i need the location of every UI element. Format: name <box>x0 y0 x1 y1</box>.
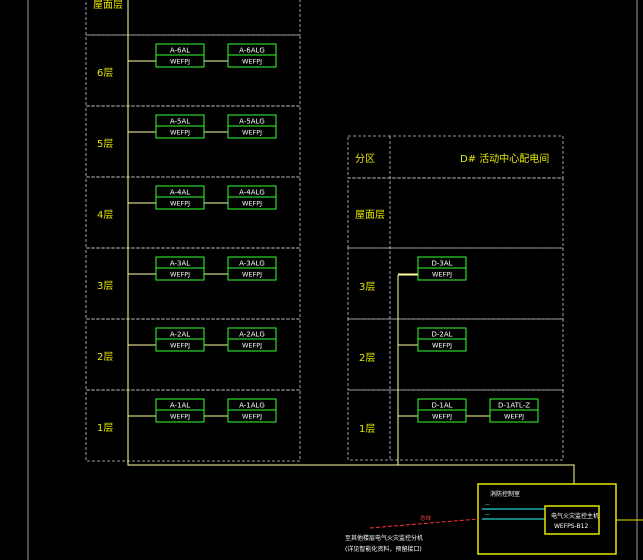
a-floor-row <box>85 389 301 462</box>
panel-type: WEFPJ <box>242 342 262 350</box>
a-panel-box[interactable]: A-6AL WEFPJ <box>155 43 205 68</box>
panel-name: D-1ATL-Z <box>498 402 530 410</box>
a-panel-box[interactable]: A-6ALG WEFPJ <box>227 43 277 68</box>
panel-name: A-5ALG <box>239 118 265 126</box>
d-panel-box[interactable]: D-3AL WEFPJ <box>417 256 467 281</box>
building-a-section: 屋面层6层A-6ALWEFPJA-6ALGWEFPJ5层A-5ALWEFPJA-… <box>85 0 301 462</box>
main-bus-line <box>127 0 575 484</box>
d-header-row <box>347 135 564 179</box>
d-floor-label: 1层 <box>359 423 375 435</box>
a-panel-box[interactable]: A-5ALG WEFPJ <box>227 114 277 139</box>
d-panel-box[interactable]: D-1AL WEFPJ <box>417 398 467 423</box>
monitor-host-model: WEFPS-B12 <box>554 523 588 530</box>
panel-name: A-5AL <box>170 118 190 126</box>
a-panel-box[interactable]: A-1ALG WEFPJ <box>227 398 277 423</box>
panel-type: WEFPJ <box>170 129 190 137</box>
d-panel-box[interactable]: D-2AL WEFPJ <box>417 327 467 352</box>
a-floor-label: 3层 <box>97 280 113 292</box>
a-floor-label: 2层 <box>97 351 113 363</box>
red-bus-line <box>369 518 479 529</box>
a-floor-row <box>85 176 301 249</box>
panel-name: D-1AL <box>431 402 452 410</box>
a-panel-box[interactable]: A-3ALG WEFPJ <box>227 256 277 281</box>
control-room-title: 消防控制室 <box>490 490 520 498</box>
note-line-1: 至其他楼层电气火灾监控分机 <box>345 534 423 542</box>
panel-name: A-6AL <box>170 47 190 55</box>
d-floor-label: 3层 <box>359 281 375 293</box>
panel-type: WEFPJ <box>242 271 262 279</box>
a-panel-box[interactable]: A-3AL WEFPJ <box>155 256 205 281</box>
a-floor-label: 6层 <box>97 67 113 79</box>
panel-name: A-1ALG <box>239 402 265 410</box>
a-floor-row <box>85 105 301 178</box>
a-floor-label: 1层 <box>97 422 113 434</box>
a-panel-box[interactable]: A-2AL WEFPJ <box>155 327 205 352</box>
panel-name: A-2ALG <box>239 331 265 339</box>
control-line-label-1: — <box>485 502 490 508</box>
a-floor-row <box>85 34 301 107</box>
panel-name: A-4AL <box>170 189 190 197</box>
d-floor-row <box>347 389 564 461</box>
panel-type: WEFPJ <box>170 271 190 279</box>
a-panel-box[interactable]: A-1AL WEFPJ <box>155 398 205 423</box>
panel-name: A-2AL <box>170 331 190 339</box>
control-line-label-2: — <box>485 512 490 518</box>
panel-name: A-6ALG <box>239 47 265 55</box>
d-floor-row <box>347 247 564 320</box>
monitor-host-title: 电气火灾监控主机 <box>551 512 599 520</box>
panel-type: WEFPJ <box>242 413 262 421</box>
a-panel-box[interactable]: A-5AL WEFPJ <box>155 114 205 139</box>
panel-name: A-4ALG <box>239 189 265 197</box>
note-line-2: (详见智能化资料，预留接口) <box>345 545 422 553</box>
control-room: 消防控制室 — — 电气火灾监控主机 WEFPS-B12 <box>477 483 643 555</box>
panel-type: WEFPJ <box>242 129 262 137</box>
d-floor-row <box>347 318 564 391</box>
red-bus-label: 总线 <box>420 514 432 522</box>
panel-type: WEFPJ <box>504 413 524 421</box>
a-roof-label: 屋面层 <box>93 0 123 11</box>
a-floor-label: 5层 <box>97 138 113 150</box>
d-panel-box[interactable]: D-1ATL-Z WEFPJ <box>489 398 539 423</box>
panel-name: A-1AL <box>170 402 190 410</box>
d-header-right: D# 活动中心配电间 <box>460 152 549 165</box>
panel-type: WEFPJ <box>432 271 452 279</box>
d-header-left: 分区 <box>355 153 375 165</box>
a-panel-box[interactable]: A-2ALG WEFPJ <box>227 327 277 352</box>
d-floor-label: 2层 <box>359 352 375 364</box>
panel-type: WEFPJ <box>432 413 452 421</box>
panel-type: WEFPJ <box>170 342 190 350</box>
a-floor-row <box>85 318 301 391</box>
panel-type: WEFPJ <box>242 58 262 66</box>
panel-type: WEFPJ <box>170 58 190 66</box>
a-panel-box[interactable]: A-4AL WEFPJ <box>155 185 205 210</box>
a-panel-box[interactable]: A-4ALG WEFPJ <box>227 185 277 210</box>
panel-name: A-3AL <box>170 260 190 268</box>
a-floor-row <box>85 247 301 320</box>
panel-name: D-2AL <box>431 331 452 339</box>
a-floor-label: 4层 <box>97 209 113 221</box>
panel-type: WEFPJ <box>170 413 190 421</box>
monitor-host-box[interactable] <box>544 505 600 535</box>
panel-name: A-3ALG <box>239 260 265 268</box>
panel-name: D-3AL <box>431 260 452 268</box>
panel-type: WEFPJ <box>170 200 190 208</box>
d-roof-label: 屋面层 <box>355 209 385 221</box>
panel-type: WEFPJ <box>242 200 262 208</box>
panel-type: WEFPJ <box>432 342 452 350</box>
